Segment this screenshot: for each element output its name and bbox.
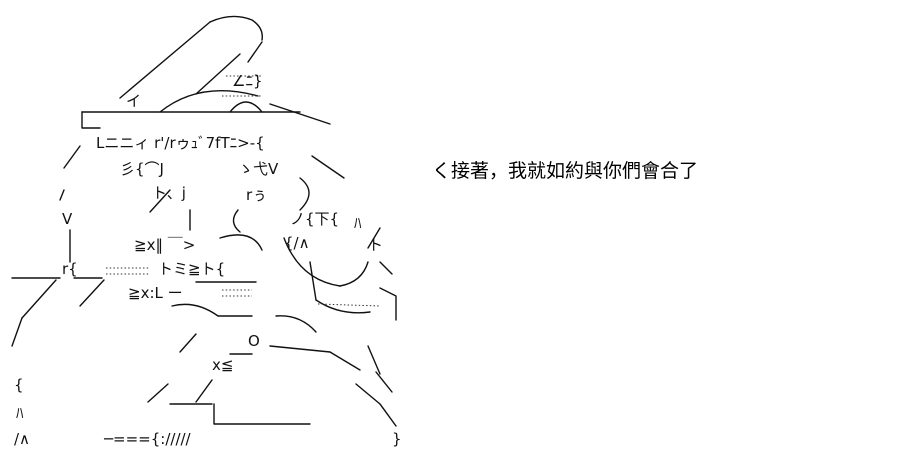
- art-stroke: [339, 261, 369, 287]
- art-stroke: [149, 189, 171, 213]
- art-glyph: rぅ: [246, 186, 267, 204]
- art-glyph: ﾊ: [354, 214, 362, 232]
- art-stroke: [213, 403, 311, 425]
- art-stroke: [229, 101, 263, 113]
- art-glyph: x≦: [212, 356, 233, 374]
- art-glyph: {: [14, 376, 24, 394]
- art-stroke: [209, 15, 263, 41]
- art-stroke: [283, 237, 341, 287]
- art-stroke: [315, 299, 371, 314]
- art-stroke: [367, 345, 381, 375]
- art-stroke: [311, 155, 345, 179]
- art-stroke: [119, 21, 211, 99]
- art-glyph: O: [248, 332, 260, 350]
- art-stroke: [195, 53, 241, 95]
- art-glyph: /∧: [14, 430, 30, 448]
- art-glyph: ト: [368, 236, 383, 254]
- art-stroke: [379, 261, 393, 275]
- art-stroke: [309, 261, 317, 301]
- art-glyph: ト、j: [152, 184, 186, 202]
- art-stroke: [159, 90, 259, 113]
- art-stroke: [81, 111, 101, 129]
- art-stroke: [11, 317, 23, 347]
- art-glyph: }: [392, 430, 402, 448]
- art-stroke: [379, 287, 397, 321]
- art-glyph: ﾊ: [16, 404, 24, 422]
- art-stroke: [299, 177, 310, 211]
- art-stroke: [379, 403, 397, 427]
- art-glyph: イ: [126, 92, 141, 110]
- art-glyph: トミ≧ト{: [158, 260, 225, 278]
- art-glyph: ≧x:L ー: [128, 284, 183, 302]
- art-glyph: ─==={://///: [103, 430, 192, 448]
- art-dots: [317, 303, 381, 307]
- art-stroke: [269, 345, 331, 353]
- art-glyph: 彡{⌒J: [120, 160, 164, 178]
- art-stroke: [179, 333, 197, 353]
- art-glyph: {/∧: [284, 234, 310, 252]
- art-stroke: [375, 371, 393, 393]
- art-stroke: [59, 189, 65, 201]
- art-stroke: [147, 383, 169, 403]
- art-stroke: [367, 227, 381, 249]
- art-stroke: [355, 383, 381, 405]
- art-glyph: r{: [62, 260, 78, 278]
- art-glyph: Lニニィ r'/rゥｭﾞ7fTﾆ>-{: [96, 134, 265, 152]
- art-stroke: [232, 209, 241, 233]
- dialogue-text: く接著，我就如約與你們會合了: [432, 160, 699, 182]
- art-stroke: [195, 379, 213, 403]
- art-glyph: ≧x‖ ￣>: [134, 236, 195, 254]
- art-glyph: V: [62, 210, 73, 228]
- art-stroke: [275, 315, 317, 333]
- art-glyph: ∠ﾆ}: [232, 72, 263, 90]
- art-stroke: [247, 41, 263, 63]
- art-glyph: ノ{下{: [290, 210, 339, 228]
- art-stroke: [269, 103, 331, 125]
- art-glyph: ゝ弋V: [238, 160, 279, 178]
- art-stroke: [21, 279, 57, 319]
- art-stroke: [329, 351, 361, 371]
- art-stroke: [79, 279, 105, 307]
- art-stroke: [63, 145, 81, 169]
- art-stroke: [171, 303, 253, 317]
- art-stroke: [219, 234, 263, 251]
